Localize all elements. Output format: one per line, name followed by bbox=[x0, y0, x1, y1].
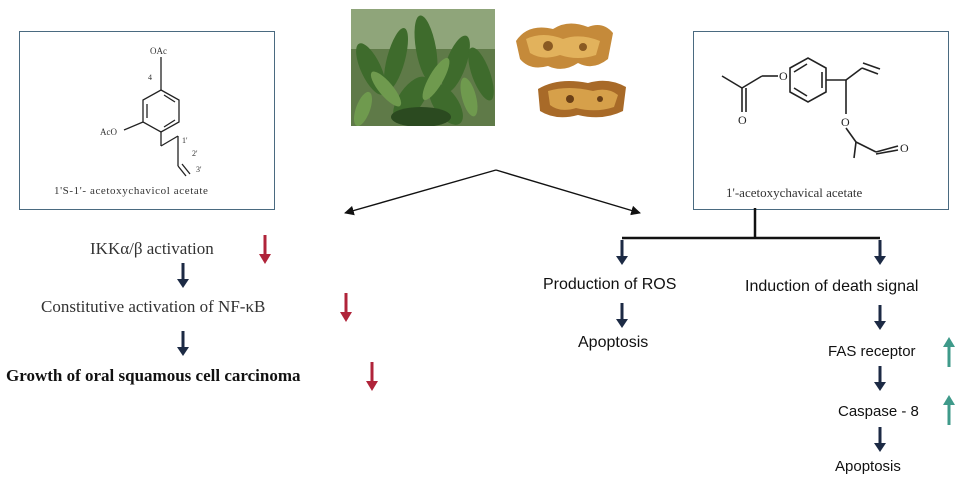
flow-arrow-ros-apoptosis bbox=[616, 303, 628, 328]
flow-arrow-caspase bbox=[874, 366, 886, 391]
diverge-arrow-left bbox=[344, 169, 497, 216]
svg-text:O: O bbox=[738, 113, 747, 127]
position-2prime-label: 2' bbox=[192, 149, 198, 158]
position-3prime-label: 3' bbox=[196, 165, 202, 174]
oac-label: OAc bbox=[150, 46, 167, 56]
left-structure-box: OAc 4 AcO 1' 2' 3' 1'S-1'- acetoxychavic… bbox=[19, 31, 275, 210]
ros-apoptosis-label: Apoptosis bbox=[578, 334, 649, 351]
left-structure-caption: 1'S-1'- acetoxychavicol acetate bbox=[54, 185, 209, 197]
flow-arrow-apoptosis bbox=[874, 427, 886, 452]
nfkb-activation-label: Constitutive activation of NF-κB bbox=[41, 297, 266, 316]
plant-photo bbox=[351, 9, 495, 126]
rhizome-image bbox=[508, 11, 658, 128]
death-signal-label: Induction of death signal bbox=[745, 278, 919, 295]
down-arrow-nfkb bbox=[340, 293, 352, 322]
right-structure-box: O O O O 1'-acetoxychavical acetate bbox=[693, 31, 949, 210]
position-1prime-label: 1' bbox=[182, 136, 188, 145]
carcinoma-growth-label: Growth of oral squamous cell carcinoma bbox=[6, 366, 301, 385]
caspase-8-label: Caspase - 8 bbox=[838, 403, 919, 420]
flow-arrow-death bbox=[874, 240, 886, 265]
aco-label: AcO bbox=[100, 127, 117, 137]
rhizome-photo bbox=[508, 11, 658, 128]
svg-text:O: O bbox=[900, 141, 909, 155]
final-apoptosis-label: Apoptosis bbox=[835, 458, 901, 475]
down-arrow-ikk bbox=[259, 235, 271, 264]
galangal-plant-image bbox=[351, 9, 495, 126]
flow-arrow-left-1 bbox=[177, 263, 189, 288]
right-structure-caption: 1'-acetoxychavical acetate bbox=[726, 185, 863, 200]
svg-text:O: O bbox=[841, 115, 850, 129]
up-arrow-caspase bbox=[943, 395, 955, 425]
flow-arrow-ros bbox=[616, 240, 628, 265]
down-arrow-carcinoma bbox=[366, 362, 378, 391]
flow-arrow-fas bbox=[874, 305, 886, 330]
ros-production-label: Production of ROS bbox=[543, 276, 677, 293]
up-arrow-fas bbox=[943, 337, 955, 367]
svg-text:O: O bbox=[779, 69, 788, 83]
acetoxychavicol-structure-left bbox=[123, 57, 191, 177]
fas-receptor-label: FAS receptor bbox=[828, 343, 916, 360]
position-4-label: 4 bbox=[148, 73, 152, 82]
flow-arrow-left-2 bbox=[177, 331, 189, 356]
diverge-arrow-right bbox=[495, 169, 641, 216]
acetoxychavicol-structure-right: O O O O bbox=[721, 57, 909, 159]
ikk-activation-label: IKKα/β activation bbox=[90, 239, 214, 258]
